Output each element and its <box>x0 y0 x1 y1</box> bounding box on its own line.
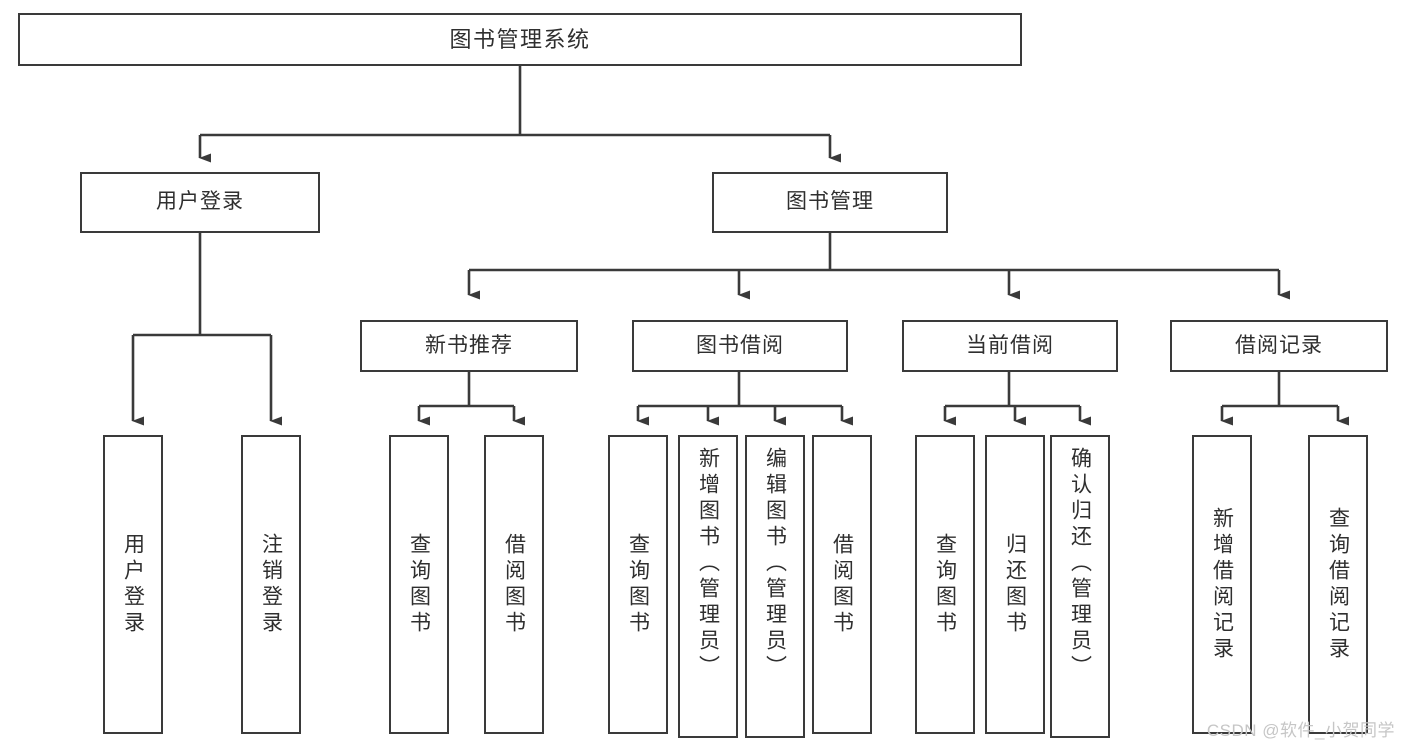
node-label: 新增借阅记录 <box>1210 506 1234 663</box>
node-user-login[interactable]: 用户登录 <box>80 172 320 233</box>
node-label: 借阅图书 <box>830 532 854 637</box>
node-borrow-records[interactable]: 借阅记录 <box>1170 320 1388 372</box>
node-book-borrowing[interactable]: 图书借阅 <box>632 320 848 372</box>
leaf-borrow-books-recommendation[interactable]: 借阅图书 <box>484 435 544 734</box>
node-book-management[interactable]: 图书管理 <box>712 172 948 233</box>
node-label: 图书管理系统 <box>449 26 591 52</box>
node-label: 用户登录 <box>156 190 244 214</box>
node-label: 确认归还（管理员） <box>1068 447 1092 681</box>
leaf-confirm-return-admin[interactable]: 确认归还（管理员） <box>1050 435 1110 738</box>
node-label: 借阅记录 <box>1235 333 1323 357</box>
leaf-query-books-borrowing[interactable]: 查询图书 <box>608 435 668 734</box>
node-label: 查询图书 <box>933 532 957 637</box>
node-label: 借阅图书 <box>502 532 526 637</box>
node-label: 查询图书 <box>407 532 431 637</box>
csdn-watermark: CSDN @软件_小贺同学 <box>1206 721 1395 740</box>
leaf-query-borrow-record[interactable]: 查询借阅记录 <box>1308 435 1368 734</box>
leaf-user-login[interactable]: 用户登录 <box>103 435 163 734</box>
node-label: 归还图书 <box>1003 532 1027 637</box>
node-label: 注销登录 <box>259 532 283 637</box>
leaf-query-books-current[interactable]: 查询图书 <box>915 435 975 734</box>
node-label: 查询图书 <box>626 532 650 637</box>
leaf-add-borrow-record[interactable]: 新增借阅记录 <box>1192 435 1252 734</box>
node-root-library-management-system[interactable]: 图书管理系统 <box>18 13 1022 66</box>
node-label: 图书借阅 <box>696 333 784 357</box>
leaf-return-books[interactable]: 归还图书 <box>985 435 1045 734</box>
node-current-borrowing[interactable]: 当前借阅 <box>902 320 1118 372</box>
node-label: 用户登录 <box>121 532 145 637</box>
leaf-borrow-books-borrowing[interactable]: 借阅图书 <box>812 435 872 734</box>
leaf-edit-book-admin[interactable]: 编辑图书（管理员） <box>745 435 805 738</box>
node-label: 编辑图书（管理员） <box>763 447 787 681</box>
node-label: 新增图书（管理员） <box>696 447 720 681</box>
node-new-book-recommendation[interactable]: 新书推荐 <box>360 320 578 372</box>
node-label: 当前借阅 <box>966 333 1054 357</box>
node-label: 查询借阅记录 <box>1326 506 1350 663</box>
node-label: 新书推荐 <box>425 333 513 357</box>
leaf-add-book-admin[interactable]: 新增图书（管理员） <box>678 435 738 738</box>
leaf-logout[interactable]: 注销登录 <box>241 435 301 734</box>
leaf-query-books-recommendation[interactable]: 查询图书 <box>389 435 449 734</box>
node-label: 图书管理 <box>786 190 874 214</box>
